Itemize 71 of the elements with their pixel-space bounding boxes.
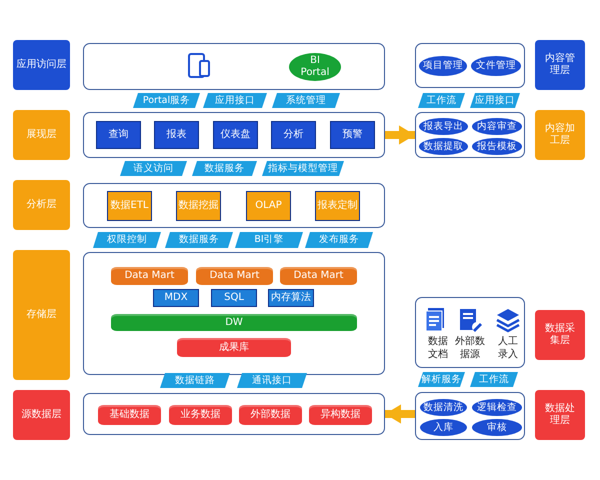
service-tag: 语义访问 xyxy=(120,161,187,176)
function-box: OLAP xyxy=(246,191,291,221)
layer-panel xyxy=(415,392,525,440)
layer-label: 分析层 xyxy=(13,180,70,230)
layer-label: 内容管理层 xyxy=(535,40,585,90)
layer-label: 存储层 xyxy=(13,250,70,380)
layer-label: 数据采集层 xyxy=(535,310,585,360)
method-box: 内存算法 xyxy=(268,289,314,307)
service-tag: 权限控制 xyxy=(93,232,161,248)
service-tag: 工作流 xyxy=(470,372,518,387)
module-ellipse: 逻辑检查 xyxy=(472,399,522,416)
function-box: 数据挖掘 xyxy=(176,191,221,221)
method-box: MDX xyxy=(153,289,199,307)
module-ellipse: 文件管理 xyxy=(471,56,521,76)
service-tag: 解析服务 xyxy=(418,372,465,387)
layer-panel xyxy=(83,393,385,435)
block-arrow xyxy=(385,125,415,145)
data-mart-cylinder: Data Mart xyxy=(196,267,273,285)
function-box: 报表 xyxy=(154,121,199,149)
method-box: SQL xyxy=(211,289,257,307)
function-box: 分析 xyxy=(271,121,316,149)
service-tag: 工作流 xyxy=(418,93,465,108)
layer-panel xyxy=(83,43,385,90)
service-tag: 数据链路 xyxy=(160,373,230,388)
module-ellipse: 审核 xyxy=(472,419,522,436)
module-ellipse: 报告模板 xyxy=(472,138,522,155)
service-tag: Portal服务 xyxy=(133,93,200,108)
service-tag: 通讯接口 xyxy=(237,373,307,388)
module-ellipse: 报表导出 xyxy=(419,118,468,135)
function-box: 报表定制 xyxy=(315,191,360,221)
service-tag: 应用接口 xyxy=(203,93,267,108)
warehouse-cylinder: DW xyxy=(111,314,357,331)
layer-panel xyxy=(415,112,525,158)
data-mart-cylinder: Data Mart xyxy=(111,267,188,285)
function-box: 仪表盘 xyxy=(213,121,258,149)
module-ellipse: 入库 xyxy=(420,419,467,436)
data-mart-cylinder: Data Mart xyxy=(280,267,357,285)
layer-label: 展现层 xyxy=(13,110,70,160)
service-tag: BI引擎 xyxy=(235,232,303,248)
layer-panel xyxy=(415,297,525,368)
layer-label: 内容加工层 xyxy=(535,110,585,160)
block-arrow xyxy=(385,404,415,424)
service-tag: 数据服务 xyxy=(192,161,257,176)
layer-label: 应用访问层 xyxy=(13,40,70,90)
service-tag: 指标与模型管理 xyxy=(262,161,344,176)
module-ellipse: 内容审查 xyxy=(472,118,522,135)
service-tag: 系统管理 xyxy=(272,93,340,108)
layer-panel xyxy=(415,43,525,88)
result-cylinder: 成果库 xyxy=(177,338,291,357)
layer-panel xyxy=(83,112,385,158)
function-box: 数据ETL xyxy=(107,191,152,221)
module-ellipse: 项目管理 xyxy=(419,56,467,76)
icon-caption: 数据文档 xyxy=(427,336,449,361)
layer-panel xyxy=(83,183,385,228)
module-ellipse: 数据提取 xyxy=(419,138,468,155)
service-tag: 发布服务 xyxy=(305,232,373,248)
source-cylinder: 外部数据 xyxy=(239,405,302,425)
source-cylinder: 业务数据 xyxy=(169,405,232,425)
function-box: 查询 xyxy=(96,121,141,149)
layer-label: 源数据层 xyxy=(13,390,70,440)
portal-ellipse: BI Portal xyxy=(289,53,341,81)
module-ellipse: 数据清洗 xyxy=(420,399,467,416)
function-box: 预警 xyxy=(330,121,375,149)
service-tag: 应用接口 xyxy=(470,93,520,108)
source-cylinder: 异构数据 xyxy=(309,405,372,425)
icon-caption: 人工录入 xyxy=(497,336,519,361)
service-tag: 数据服务 xyxy=(165,232,233,248)
source-cylinder: 基础数据 xyxy=(98,405,161,425)
layer-label: 数据处理层 xyxy=(535,390,585,440)
layer-panel xyxy=(83,252,385,375)
icon-caption: 外部数据源 xyxy=(454,336,486,361)
